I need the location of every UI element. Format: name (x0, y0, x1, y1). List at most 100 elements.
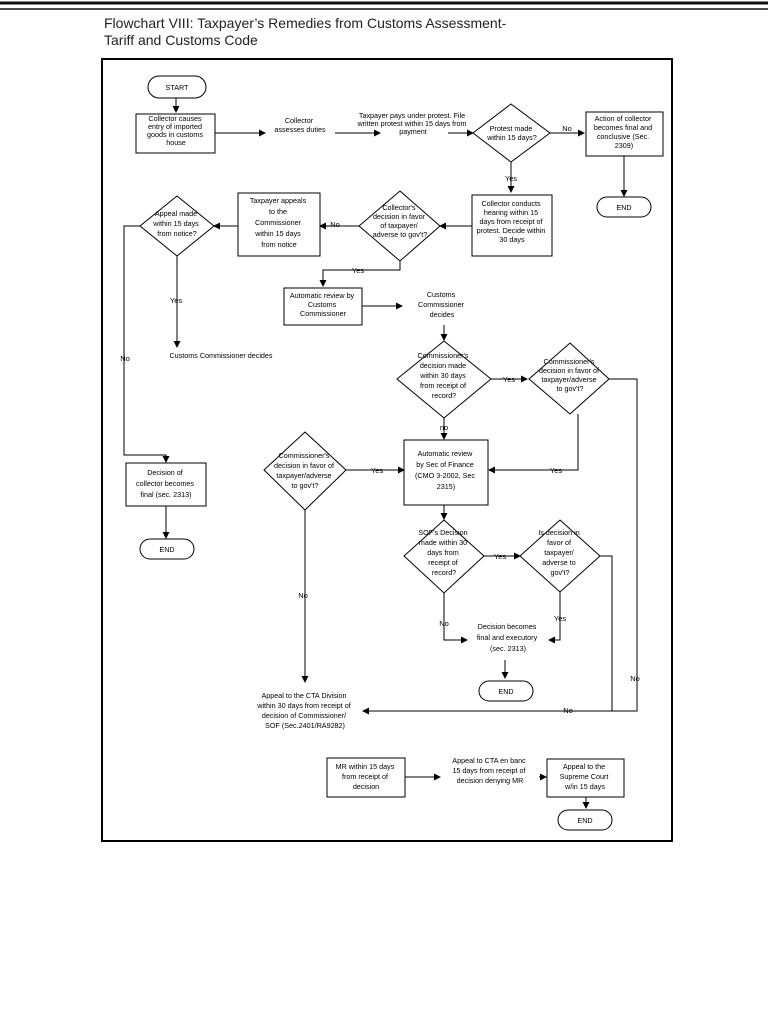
appeal-cta-banc-text: Appeal to CTA en banc 15 days from recei… (452, 756, 527, 785)
automatic-review-sof-line-3: (CMO 3-2002, Sec (415, 471, 475, 480)
appeal-sc-box (546, 758, 625, 798)
automatic-review-comm-line-3: Commissioner (300, 309, 347, 318)
collector-hearing-line-3: days from receipt of (479, 217, 542, 226)
taxpayer-appeals-line-2: to the (269, 207, 287, 216)
comm-decision-favor-left-text: Commissioner's decision in favor of taxp… (274, 451, 336, 490)
end-terminal-2 (139, 538, 195, 560)
comm-decision-30-line-2: decision made (420, 361, 466, 370)
connectors (123, 98, 638, 809)
appeal-made-line-1: Appeal made (155, 209, 197, 218)
sof-decision-line-5: record? (432, 568, 456, 577)
comm-decision-favor-left-line-1: Commissioner's (279, 451, 330, 460)
label-commfavor-left-no: No (298, 591, 308, 600)
taxpayer-appeals-text: Taxpayer appeals to the Commissioner wit… (250, 196, 308, 249)
collector-hearing-box (471, 194, 553, 257)
automatic-review-sof-line-4: 2315) (437, 482, 455, 491)
comm-decision-favor-right-line-3: taxpayer/adverse (541, 375, 596, 384)
sof-decision-line-2: made within 30 (419, 538, 467, 547)
collectors-decision-text: Collector's decision in favor of taxpaye… (373, 203, 428, 239)
label-protest-no: No (562, 124, 572, 133)
appeal-cta-division-line-2: within 30 days from receipt of (256, 701, 350, 710)
collector-causes-line-3: goods in customs (147, 130, 203, 139)
collectors-decision-line-2: decision in favor (373, 212, 426, 221)
comm-decision-favor-left-diamond (263, 431, 347, 511)
document-title-line1: Flowchart VIII: Taxpayer’s Remedies from… (104, 15, 507, 31)
start-terminal (147, 75, 207, 99)
sof-decision-line-3: days from (427, 548, 459, 557)
label-sofdecision-no: No (439, 619, 449, 628)
decision-final-exec-line-2: final and executory (477, 633, 538, 642)
collector-hearing-line-1: Collector conducts (481, 199, 541, 208)
taxpayer-appeals-line-5: from notice (261, 240, 297, 249)
edge-isdecision-no (600, 555, 613, 711)
label-appealmade-no: No (120, 354, 130, 363)
comm-decision-30-line-3: within 30 days (419, 371, 466, 380)
appeal-sc-text: Appeal to the Supreme Court w/in 15 days (560, 762, 611, 791)
comm-decides-right-text: Customs Commissioner decides (418, 290, 466, 319)
mr-box (326, 757, 406, 798)
label-cta-no: No (563, 706, 573, 715)
collector-hearing-text: Collector conducts hearing within 15 day… (477, 199, 548, 244)
collector-causes-line-1: Collector causes (148, 114, 202, 123)
appeal-cta-division-line-1: Appeal to the CTA Division (262, 691, 347, 700)
decision-collector-final-line-3: final (sec. 2313) (140, 490, 191, 499)
is-decision-favor-line-1: Is decision in (538, 528, 580, 537)
comm-decides-right-line-1: Customs (427, 290, 456, 299)
is-decision-favor-diamond (519, 519, 601, 593)
comm-decision-favor-right-text: Commissioner's decision in favor of taxp… (539, 357, 601, 393)
appeal-made-line-2: within 15 days (152, 219, 199, 228)
mr-text: MR within 15 days from receipt of decisi… (336, 762, 397, 791)
end-label-4: END (577, 816, 592, 825)
action-final-line-1: Action of collector (595, 114, 652, 123)
comm-decision-favor-left-line-3: taxpayer/adverse (276, 471, 331, 480)
comm-decision-favor-left-line-4: to gov't? (292, 481, 319, 490)
label-isdecision-yes: Yes (554, 614, 566, 623)
collector-assesses-line-2: assesses duties (274, 125, 326, 134)
mr-line-2: from receipt of (342, 772, 388, 781)
action-final-line-2: becomes final and (594, 123, 652, 132)
comm-decides-right-line-2: Commissioner (418, 300, 465, 309)
label-comm30-no: no (440, 423, 448, 432)
end-label-1: END (616, 203, 631, 212)
decision-final-exec-text: Decision becomes final and executory (se… (477, 622, 539, 653)
automatic-review-comm-line-1: Automatic review by (290, 291, 355, 300)
label-commfavor-right-yes: Yes (550, 466, 562, 475)
automatic-review-sof-line-1: Automatic review (418, 449, 474, 458)
is-decision-favor-line-2: favor of (547, 538, 571, 547)
label-comm30-yes: Yes (503, 375, 515, 384)
document-title-line2: Tariff and Customs Code (104, 32, 258, 48)
appeal-cta-division-text: Appeal to the CTA Division within 30 day… (256, 691, 352, 730)
decision-collector-final-box (125, 462, 207, 507)
collector-assesses-text: Collector assesses duties (274, 116, 326, 134)
appeal-cta-division-line-4: SOF (Sec.2401/RA9282) (265, 721, 345, 730)
automatic-review-comm-line-2: Customs (308, 300, 337, 309)
taxpayer-appeals-line-1: Taxpayer appeals (250, 196, 307, 205)
appeal-sc-line-1: Appeal to the (563, 762, 605, 771)
appeal-made-line-3: from notice? (157, 229, 197, 238)
shapes (125, 75, 664, 831)
edge-sofdecision-no (443, 593, 468, 644)
comm-decision-favor-right-diamond (528, 342, 610, 415)
taxpayer-pays-line-3: payment (399, 127, 427, 136)
comm-decision-30-line-4: from receipt of (420, 381, 466, 390)
edge-appealmade-no (123, 225, 170, 463)
is-decision-favor-line-3: taxpayer/ (544, 548, 574, 557)
protest-made-text: Protest made within 15 days? (486, 124, 537, 142)
comm-decision-favor-right-line-4: to gov't? (557, 384, 584, 393)
comm-decision-favor-right-line-1: Commissioner's (544, 357, 595, 366)
appeal-cta-banc-line-2: 15 days from receipt of (452, 766, 525, 775)
end-label-2: END (159, 545, 174, 554)
appeal-cta-banc-line-1: Appeal to CTA en banc (452, 756, 526, 765)
end-terminal-3 (478, 680, 534, 702)
appeal-made-text: Appeal made within 15 days from notice? (152, 209, 201, 238)
document-title: Flowchart VIII: Taxpayer’s Remedies from… (104, 15, 506, 49)
appeal-cta-division-line-3: decision of Commissioner/ (262, 711, 346, 720)
edge-isdecision-yes (548, 592, 561, 644)
protest-made-decision (472, 103, 551, 163)
edge-decision-yes (319, 256, 401, 287)
comm-decides-right-line-3: decides (430, 310, 455, 319)
end-label-3: END (498, 687, 513, 696)
collector-hearing-line-5: 30 days (499, 235, 525, 244)
automatic-review-sof-line-2: by Sec of Finance (416, 460, 474, 469)
sof-decision-text: SOF's Decision made within 30 days from … (418, 528, 469, 577)
